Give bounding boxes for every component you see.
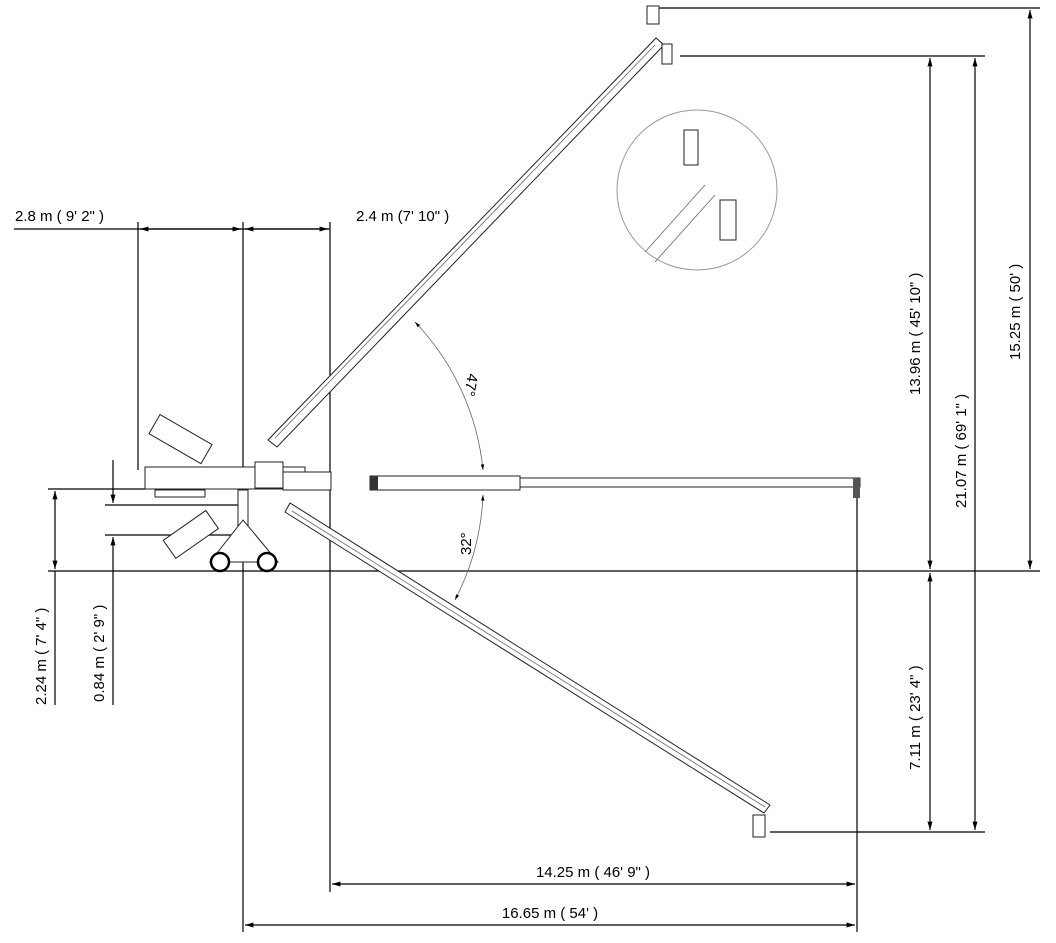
angle-up-label: 47° xyxy=(460,372,481,397)
angle-arc-down xyxy=(454,494,485,601)
crane-up-position xyxy=(267,5,673,448)
min-lens-height-label: 0.84 m ( 2' 9" ) xyxy=(91,605,108,702)
crane-down-position xyxy=(284,502,771,838)
angle-arc-up xyxy=(414,321,485,471)
wheel-icon xyxy=(209,551,231,573)
depth-below-label: 7.11 m ( 23' 4" ) xyxy=(907,665,924,770)
crane-horizontal-position xyxy=(369,475,861,498)
reach-front-label: 14.25 m ( 46' 9" ) xyxy=(536,864,650,881)
front-offset-label: 2.4 m (7' 10" ) xyxy=(356,208,449,225)
rear-length-label: 2.8 m ( 9' 2" ) xyxy=(15,208,104,225)
height-up-label: 13.96 m ( 45' 10" ) xyxy=(907,273,924,395)
reference-lines xyxy=(48,7,1040,932)
crane-base xyxy=(144,413,332,573)
pivot-height-label: 2.24 m ( 7' 4" ) xyxy=(33,608,50,705)
wheel-icon xyxy=(256,551,278,573)
dimension-arrows xyxy=(14,9,1033,928)
max-height-label: 15.25 m ( 50' ) xyxy=(1007,264,1024,360)
angle-down-label: 32° xyxy=(458,532,475,555)
head-detail-inset xyxy=(616,109,778,271)
total-vertical-label: 21.07 m ( 69' 1" ) xyxy=(953,394,970,508)
reach-center-label: 16.65 m ( 54' ) xyxy=(502,905,598,922)
